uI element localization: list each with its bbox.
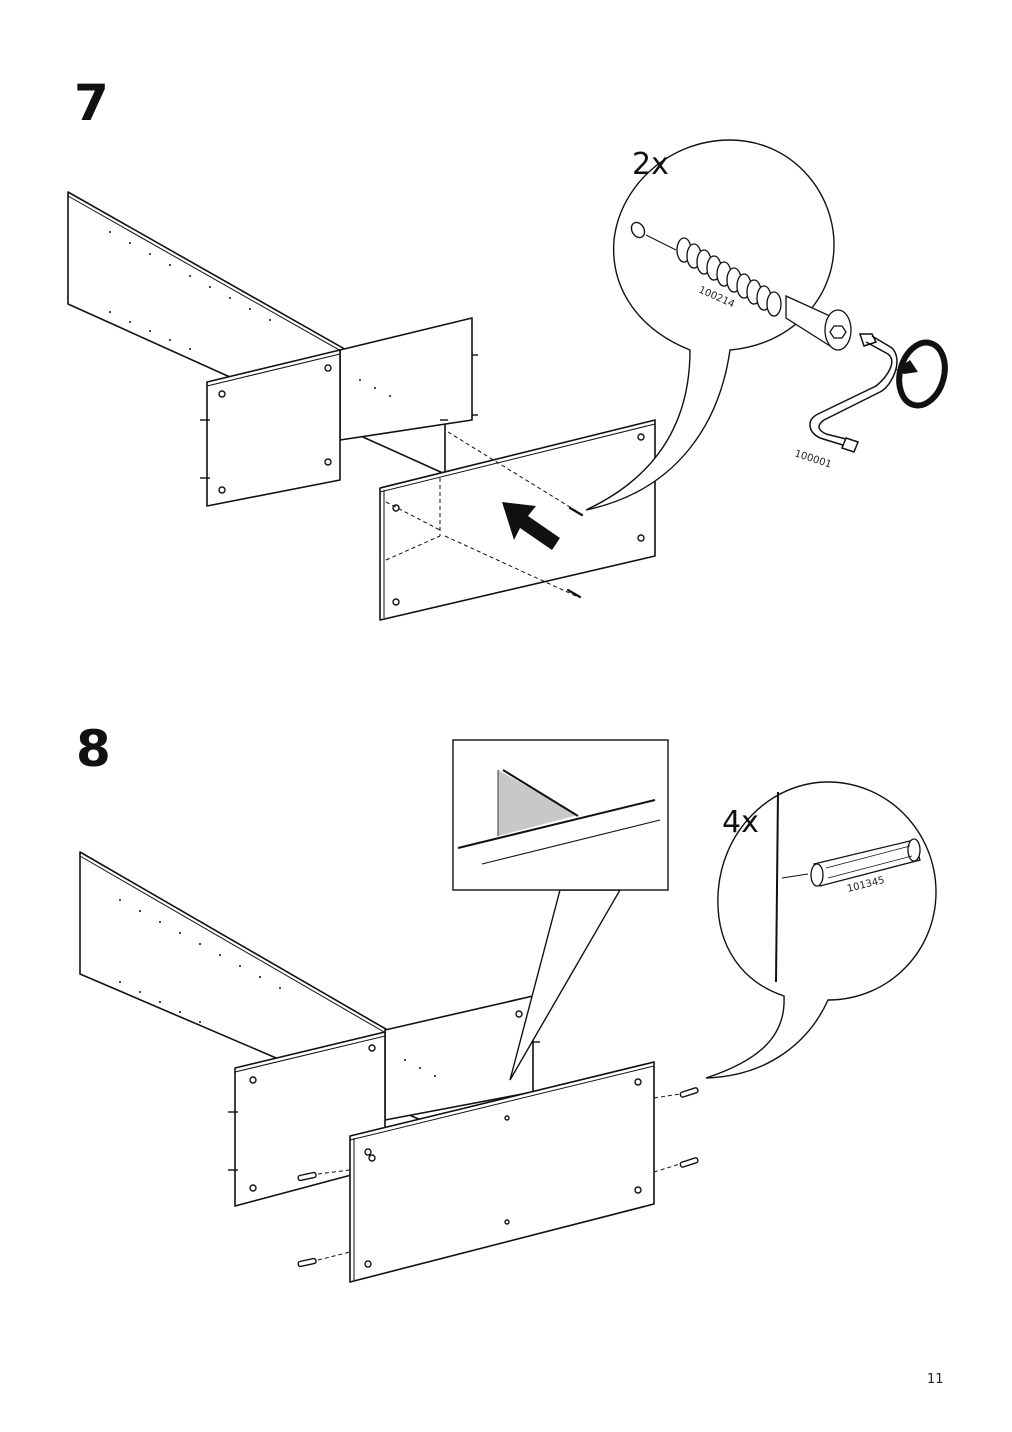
page-number: 11 bbox=[927, 1372, 944, 1387]
step-8-number: 8 bbox=[76, 720, 111, 778]
edge-detail-pointer bbox=[509, 889, 622, 1081]
step-7-illustration: 2x 100214 100001 bbox=[67, 139, 948, 621]
part-id-100001: 100001 bbox=[793, 448, 833, 470]
rotation-arrow-icon bbox=[896, 339, 948, 409]
push-arrow bbox=[502, 502, 560, 550]
step-8-quantity-label: 4x bbox=[722, 805, 759, 840]
screw-100214 bbox=[676, 237, 852, 351]
step-7-number: 7 bbox=[74, 74, 109, 132]
front-panel bbox=[349, 1061, 655, 1283]
step-7-quantity-label: 2x bbox=[632, 147, 669, 182]
screw-callout-balloon bbox=[585, 139, 835, 511]
step-8-illustration: 4x 101345 bbox=[79, 739, 937, 1283]
allen-key-100001 bbox=[809, 333, 898, 453]
dowel-101345 bbox=[810, 838, 921, 887]
side-panel-left bbox=[206, 349, 341, 507]
